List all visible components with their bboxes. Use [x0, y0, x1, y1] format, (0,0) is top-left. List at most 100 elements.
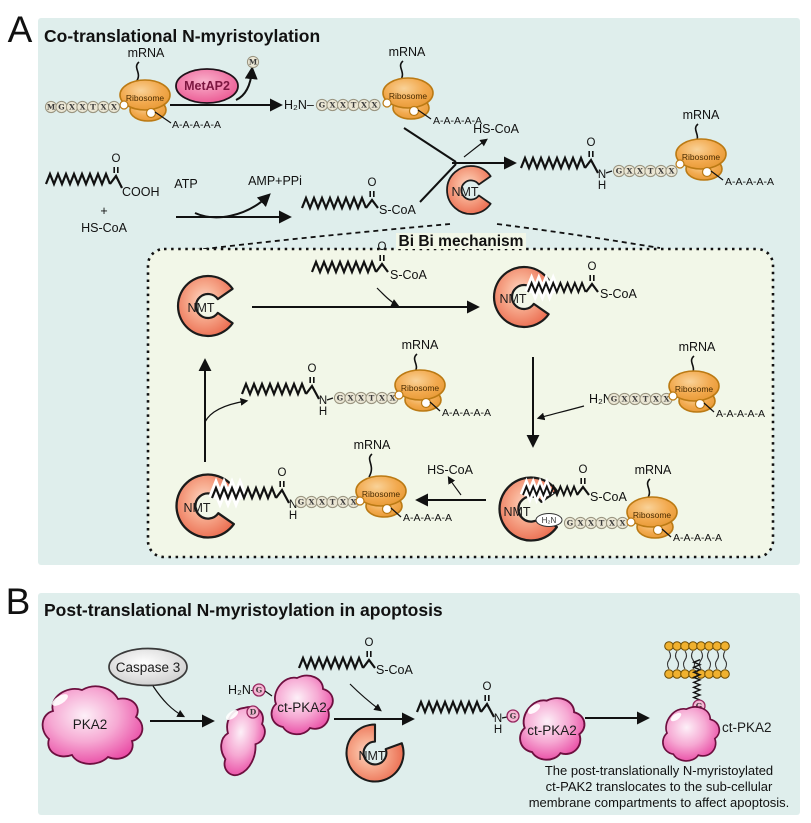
residue-x: X [309, 498, 315, 507]
residue-x: X [69, 103, 75, 112]
nitrogen-label: N [598, 169, 606, 181]
residue-x: X [632, 395, 638, 404]
residue-g: G [510, 712, 516, 721]
released-methionine: M [249, 58, 257, 67]
nmt-label: NMT [358, 749, 385, 763]
residue-x: X [390, 394, 396, 403]
panel-a-letter: A [8, 9, 33, 50]
highlight [670, 712, 682, 722]
polya-connector [417, 109, 432, 120]
residue-x: X [669, 167, 675, 176]
bibi-title-backing [396, 233, 526, 249]
atp-amp-curved-arrow [194, 193, 271, 219]
cleaved-fragments-group: D ct-PKA2 H₂N– G [215, 674, 334, 781]
residue-x: X [664, 395, 670, 404]
bond [501, 716, 508, 719]
nmt-label: NMT [183, 501, 210, 515]
polya-connector [429, 401, 441, 412]
residue-x: X [637, 167, 643, 176]
oxygen-label: O [483, 681, 492, 693]
residue-t: T [643, 395, 649, 404]
oxygen-label: O [587, 137, 596, 149]
hydrogen-label: H [598, 180, 606, 192]
nmt-label: NMT [451, 185, 478, 199]
caspase3-group: Caspase 3 [108, 647, 188, 718]
hydrogen-label: H [494, 724, 502, 736]
residue-x: X [372, 101, 378, 110]
residue-t: T [648, 167, 654, 176]
panel-a-title: Co-translational N-myristoylation [44, 26, 320, 46]
oxygen-label: O [308, 363, 317, 375]
s-coa-label: S-CoA [600, 287, 637, 301]
product-exit-arrow [204, 398, 249, 423]
cooh-label: COOH [122, 185, 160, 199]
thioester-bond [585, 282, 599, 293]
residue-x: X [609, 519, 615, 528]
residue-g: G [337, 394, 343, 403]
residue-d: D [250, 708, 257, 717]
polya-connector [661, 528, 672, 538]
plus-label: + [100, 204, 107, 218]
nascent-peptide-mgxxtxx: M G X X T X X [44, 100, 121, 114]
highlight [527, 704, 541, 714]
residue-x: X [620, 519, 626, 528]
carbonyl-double-bond [588, 151, 594, 157]
residue-t: T [351, 101, 357, 110]
residue-x: X [101, 103, 107, 112]
oxygen-label: O [368, 177, 377, 189]
hs-coa-release-arrow [447, 475, 462, 496]
hs-coa-release-arrow [463, 138, 488, 158]
polya-label: A-A-A-A-A [442, 407, 491, 419]
oxygen-label: O [278, 467, 287, 479]
carbonyl-double-bond [309, 377, 315, 383]
substrate-entry-arrow [536, 405, 585, 421]
peptide-gxxtxx: G X X T X X [315, 98, 381, 112]
carbonyl-double-bond [589, 275, 595, 281]
metap2-group: MetAP2 M [175, 55, 260, 104]
mrna-label: mRNA [128, 46, 165, 60]
pka2-group: PKA2 [41, 685, 144, 765]
polya-label: A-A-A-A-A [403, 512, 452, 524]
residue-g: G [256, 686, 262, 695]
ribosome-3-group: mRNA Ribosome A-A-A-A-A [675, 108, 774, 188]
carbonyl-double-bond [580, 478, 586, 484]
s-coa-label: S-CoA [379, 203, 416, 217]
carboxyl-bond [109, 173, 123, 189]
polya-label: A-A-A-A-A [433, 115, 482, 127]
mrna-label: mRNA [389, 45, 426, 59]
h2n-pocket [535, 513, 563, 527]
methionine-release-arrow [235, 66, 258, 101]
convergence-lines [403, 127, 457, 203]
h2n-label: H₂N [542, 516, 557, 525]
residue-g: G [298, 498, 304, 507]
caption-line-1: The post-translationally N-myristoylated [545, 763, 773, 778]
carbonyl-double-bond [366, 651, 372, 657]
oxygen-label: O [579, 464, 588, 476]
caption-line-3: membrane compartments to affect apoptosi… [529, 795, 790, 810]
residue-x: X [340, 101, 346, 110]
bond [605, 170, 613, 174]
panel-b-myristoyl-coa-group: O S-CoA [297, 637, 413, 712]
residue-x: X [578, 519, 584, 528]
polya-connector [710, 170, 724, 181]
ribosome-label: Ribosome [401, 383, 440, 393]
bond [326, 397, 334, 401]
polya-connector [390, 507, 402, 518]
ribosome-label: Ribosome [389, 91, 428, 101]
thioester-bond [365, 198, 379, 209]
oxygen-label: O [588, 261, 597, 273]
ribosome-label: Ribosome [675, 384, 714, 394]
oxygen-label: O [112, 153, 121, 165]
residue-t: T [90, 103, 96, 112]
oxygen-label: O [378, 241, 387, 253]
caspase3-action-arrow [152, 685, 186, 718]
metap2-enzyme [175, 68, 239, 104]
oxygen-label: O [365, 637, 374, 649]
residue-x: X [627, 167, 633, 176]
residue-x: X [588, 519, 594, 528]
residue-x: X [622, 395, 628, 404]
residue-x: X [358, 394, 364, 403]
ribosome-label: Ribosome [633, 510, 672, 520]
